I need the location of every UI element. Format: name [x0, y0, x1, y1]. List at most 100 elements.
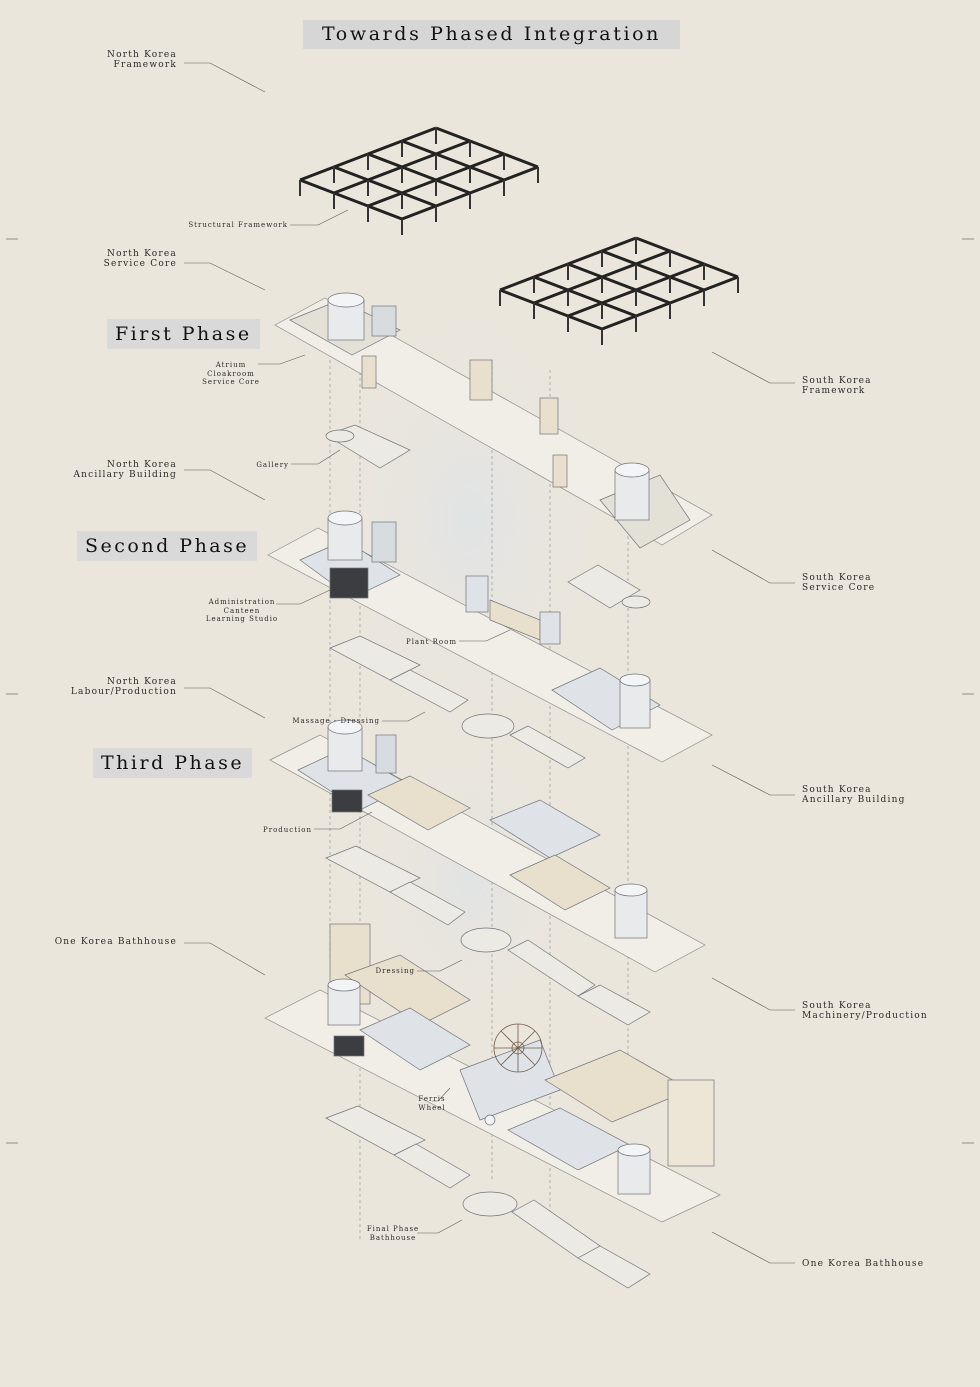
- callout-massage-dressing: Massage - Dressing: [292, 717, 380, 725]
- framework-beam: [299, 178, 335, 195]
- framework-beam: [703, 262, 739, 279]
- framework-beam: [435, 126, 471, 143]
- framework-beam: [401, 204, 437, 221]
- label-nk-framework: North Korea Framework: [107, 50, 177, 70]
- callout-ferris-wheel: Ferris Wheel: [418, 1095, 446, 1112]
- framework-beam: [367, 191, 403, 208]
- nk-ancillary-building: [299, 510, 401, 599]
- framework-beam: [669, 288, 705, 305]
- framework-beam: [499, 275, 535, 292]
- framework-beam: [401, 178, 437, 195]
- framework-beam: [367, 165, 403, 182]
- framework-beam: [333, 165, 369, 182]
- ferris-wheel: [493, 1023, 543, 1073]
- gallery-block: [325, 424, 411, 469]
- callout-administration-canteen-studio: Administration Canteen Learning Studio: [205, 598, 279, 623]
- framework-beam: [401, 152, 437, 169]
- framework-beam: [469, 152, 505, 169]
- callout-plant-room: Plant Room: [405, 638, 457, 646]
- callout-gallery: Gallery: [256, 461, 289, 469]
- framework-beam: [601, 275, 637, 292]
- framework-beam: [333, 191, 369, 208]
- framework-beam: [601, 262, 637, 279]
- framework-beam: [669, 262, 705, 279]
- label-one-korea-bathhouse-right: One Korea Bathhouse: [802, 1259, 925, 1269]
- dressing-corridor: [325, 845, 651, 1026]
- one-korea-bathhouse-buildings: [327, 923, 715, 1195]
- framework-beam: [435, 139, 471, 156]
- plaza-disc: [484, 1114, 496, 1126]
- phase-heading-third: Third Phase: [93, 748, 253, 778]
- framework-beam: [367, 204, 403, 221]
- label-sk-framework: South Korea Framework: [802, 376, 872, 396]
- sk-service-core: [599, 462, 691, 549]
- framework-beam: [499, 288, 535, 305]
- framework-beam: [567, 275, 603, 292]
- framework-beam: [401, 139, 437, 156]
- framework-beam: [469, 165, 505, 182]
- framework-beam: [601, 236, 637, 253]
- callout-dressing: Dressing: [375, 967, 415, 975]
- framework-beam: [367, 152, 403, 169]
- framework-beam: [669, 275, 705, 292]
- callout-final-phase-bathhouse: Final Phase Bathhouse: [366, 1225, 420, 1242]
- framework-beam: [401, 126, 437, 143]
- sk-ancillary-service: [567, 564, 651, 609]
- label-nk-service-core: North Korea Service Core: [103, 249, 177, 269]
- framework-beam: [333, 178, 369, 195]
- framework-beam: [435, 152, 471, 169]
- framework-beam: [435, 165, 471, 182]
- label-nk-ancillary-building: North Korea Ancillary Building: [73, 460, 177, 480]
- final-bathhouse-corridor: [325, 1105, 651, 1289]
- framework-beam: [567, 288, 603, 305]
- phase-heading-first: First Phase: [107, 319, 260, 349]
- label-sk-machinery-production: South Korea Machinery/Production: [802, 1001, 928, 1021]
- framework-beam: [533, 288, 569, 305]
- framework-beam: [567, 249, 603, 266]
- plant-room-block: [465, 575, 561, 645]
- framework-beam: [567, 314, 603, 331]
- nk-production-building: [297, 719, 471, 831]
- framework-beam: [367, 139, 403, 156]
- framework-beam: [367, 178, 403, 195]
- framework-beam: [469, 139, 505, 156]
- framework-beam: [533, 262, 569, 279]
- sk-ancillary-building: [551, 667, 661, 731]
- framework-beam: [635, 301, 671, 318]
- framework-beam: [601, 288, 637, 305]
- framework-beam: [567, 301, 603, 318]
- framework-beam: [601, 301, 637, 318]
- edge-ticks: [6, 238, 974, 1144]
- framework-beam: [533, 275, 569, 292]
- framework-beam: [635, 236, 671, 253]
- callout-production: Production: [263, 826, 312, 834]
- framework-beam: [635, 262, 671, 279]
- massage-dressing-corridor: [329, 635, 586, 769]
- diagram-title: Towards Phased Integration: [303, 20, 680, 49]
- framework-beam: [533, 301, 569, 318]
- framework-beam: [299, 165, 335, 182]
- framework-beam: [503, 165, 539, 182]
- callout-structural-framework: Structural Framework: [188, 221, 288, 229]
- label-sk-ancillary-building: South Korea Ancillary Building: [802, 785, 906, 805]
- framework-beam: [703, 275, 739, 292]
- label-nk-labour-production: North Korea Labour/Production: [70, 677, 177, 697]
- framework-beam: [333, 152, 369, 169]
- first-phase-slab: [274, 297, 713, 546]
- north-korea-framework-grid: [299, 126, 539, 235]
- phase-heading-second: Second Phase: [77, 531, 258, 561]
- framework-beam: [567, 262, 603, 279]
- sk-production-building: [489, 799, 648, 939]
- callout-atrium-cloakroom-service-core: Atrium Cloakroom Service Core: [202, 361, 260, 386]
- nk-service-core: [289, 292, 401, 356]
- framework-beam: [601, 249, 637, 266]
- framework-beam: [601, 314, 637, 331]
- label-sk-service-core: South Korea Service Core: [802, 573, 876, 593]
- framework-beam: [635, 249, 671, 266]
- framework-beam: [435, 178, 471, 195]
- framework-beam: [503, 152, 539, 169]
- framework-beam: [401, 191, 437, 208]
- leader-lines: [184, 62, 795, 1264]
